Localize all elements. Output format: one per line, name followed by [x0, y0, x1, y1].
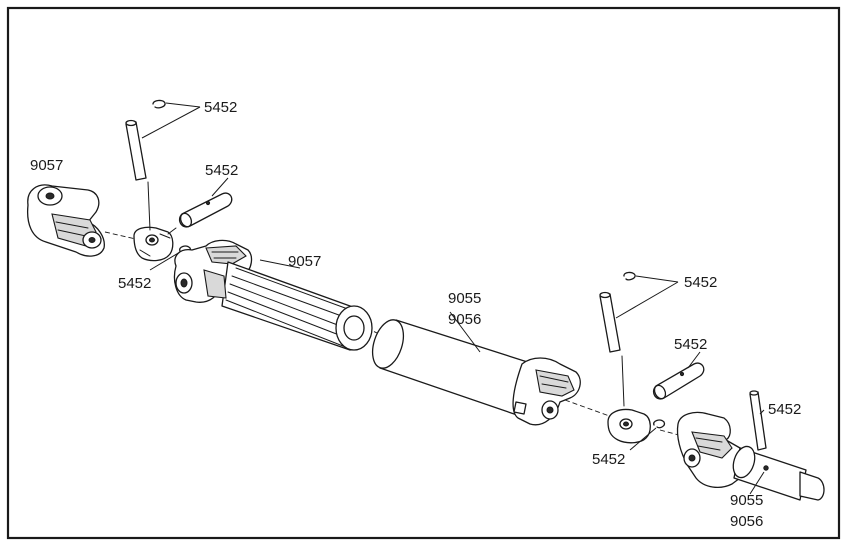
- callout-pin-left: 5452: [205, 162, 238, 179]
- right-top-clip: [623, 271, 636, 281]
- left-top-clip: [152, 99, 166, 109]
- leader-lines: [141, 102, 765, 495]
- callout-slip-yoke: 9057: [288, 253, 321, 270]
- callout-labels: 5452 5452 9057 5452 9057 9055 9056 5452 …: [30, 99, 801, 530]
- callout-clip-left: 5452: [118, 275, 151, 292]
- callout-tube-line2: 9056: [448, 311, 481, 328]
- callout-tube-line1: 9055: [448, 290, 481, 307]
- callout-stub-line2: 9056: [730, 513, 763, 530]
- callout-clip-top-left: 5452: [204, 99, 237, 116]
- left-vertical-pin: [125, 119, 151, 231]
- left-end-yoke: [26, 184, 105, 257]
- callout-yoke-end-left: 9057: [30, 157, 63, 174]
- callout-stub-line1: 9055: [730, 492, 763, 509]
- right-vertical-pin: [599, 291, 625, 407]
- right-horizontal-pin: [652, 362, 705, 400]
- callout-pin-far-right: 5452: [768, 401, 801, 418]
- callout-pin-right: 5452: [674, 336, 707, 353]
- stub-shaft-yoke: [676, 411, 825, 501]
- slip-yoke-splined-shaft: [173, 239, 373, 351]
- driveshaft-tube: [371, 319, 581, 426]
- left-horizontal-pin: [167, 192, 233, 235]
- left-cross-block: [133, 226, 174, 262]
- far-right-pin: [749, 390, 767, 451]
- right-side-clip: [653, 419, 666, 429]
- right-cross-block: [607, 408, 651, 444]
- callout-clip-top-right: 5452: [684, 274, 717, 291]
- callout-clip-right: 5452: [592, 451, 625, 468]
